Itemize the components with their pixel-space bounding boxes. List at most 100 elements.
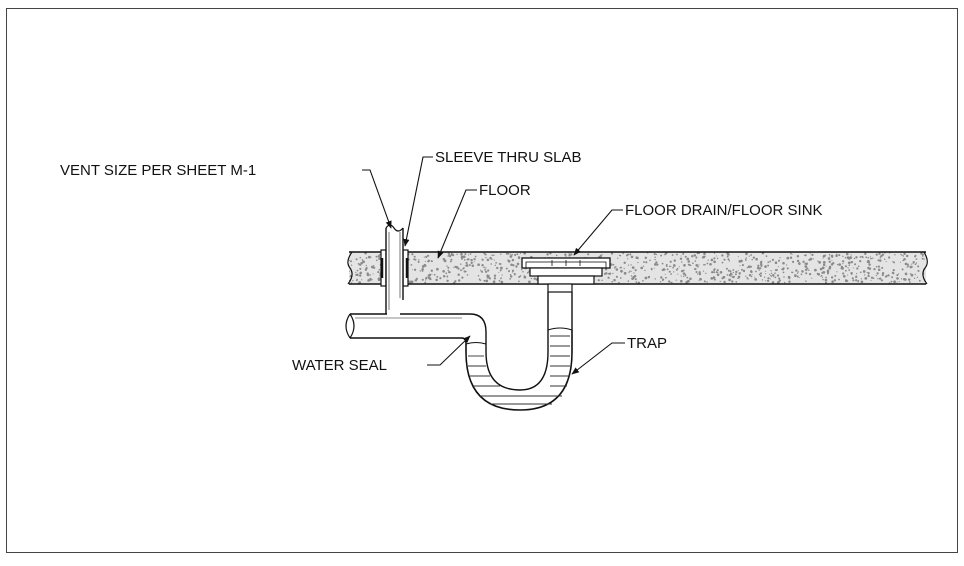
slab-speckle	[470, 261, 473, 265]
slab-texture-left	[349, 252, 383, 284]
slab-speckle	[750, 275, 753, 278]
slab-speckle	[755, 257, 758, 261]
slab-speckle	[710, 277, 714, 280]
slab-speckle	[824, 254, 827, 256]
slab-speckle	[471, 264, 475, 267]
slab-speckle	[881, 273, 884, 277]
slab-speckle	[801, 270, 804, 273]
slab-speckle	[703, 280, 706, 283]
slab-speckle	[831, 255, 834, 258]
slab-speckle	[836, 263, 839, 266]
slab-speckle	[741, 264, 744, 267]
slab-speckle	[364, 268, 368, 271]
slab-speckle	[804, 265, 808, 268]
slab-speckle	[727, 274, 729, 276]
slab-speckle	[767, 264, 770, 267]
slab-speckle	[744, 258, 747, 261]
slab-speckle	[685, 280, 688, 284]
slab-speckle	[715, 255, 717, 257]
slab-speckle	[716, 257, 719, 260]
slab-speckle	[487, 269, 490, 272]
slab-speckle	[893, 280, 896, 284]
slab-speckle	[456, 253, 458, 255]
slab-speckle	[706, 262, 709, 265]
slab-speckle	[907, 278, 911, 281]
slab-speckle	[507, 270, 511, 273]
slab-speckle	[664, 273, 666, 275]
slab-speckle	[597, 279, 600, 282]
slab-speckle	[885, 261, 887, 263]
slab-speckle	[830, 276, 834, 279]
slab-speckle	[825, 276, 827, 279]
slab-speckle	[713, 269, 716, 272]
slab-speckle	[846, 256, 850, 259]
slab-speckle	[682, 272, 686, 275]
slab-speckle	[759, 261, 763, 264]
slab-speckle	[463, 259, 466, 261]
slab-speckle	[359, 274, 362, 277]
slab-speckle	[842, 274, 846, 278]
slab-speckle	[661, 262, 664, 265]
slab-speckle	[377, 255, 381, 258]
slab-speckle	[675, 268, 678, 271]
slab-speckle	[468, 264, 471, 266]
slab-speckle	[794, 274, 797, 278]
slab-speckle	[684, 273, 686, 275]
slab-speckle	[889, 252, 891, 254]
slab-speckle	[427, 254, 430, 257]
slab-speckle	[706, 281, 708, 283]
slab-speckle	[410, 264, 413, 266]
slab-speckle	[619, 266, 622, 269]
slab-speckle	[511, 269, 515, 272]
slab-speckle	[887, 274, 890, 277]
slab-speckle	[695, 256, 698, 259]
slab-speckle	[855, 279, 858, 282]
slab-speckle	[377, 277, 381, 281]
slab-speckle	[493, 254, 495, 257]
slab-speckle	[615, 268, 619, 271]
slab-speckle	[518, 280, 520, 283]
slab-speckle	[677, 273, 679, 275]
slab-speckle	[510, 263, 513, 267]
slab-speckle	[474, 255, 477, 258]
slab-speckle	[819, 267, 823, 271]
slab-speckle	[850, 260, 854, 264]
slab-speckle	[679, 279, 683, 283]
slab-speckle	[423, 256, 425, 258]
slab-speckle	[759, 272, 763, 275]
slab-speckle	[748, 273, 752, 277]
slab-speckle	[670, 265, 672, 268]
slab-speckle	[776, 274, 780, 277]
slab-speckle	[735, 281, 738, 283]
slab-speckle	[804, 268, 808, 272]
slab-speckle	[817, 260, 819, 262]
slab-speckle	[361, 259, 364, 261]
slab-speckle	[864, 252, 867, 255]
slab-speckle	[833, 279, 837, 282]
slab-speckle	[568, 254, 571, 257]
slab-speckle	[713, 278, 716, 281]
slab-speckle	[500, 278, 502, 280]
slab-speckle	[498, 272, 500, 273]
slab-speckle	[892, 261, 894, 263]
slab-speckle	[764, 265, 767, 268]
slab-speckle	[731, 275, 734, 278]
slab-speckle	[786, 256, 790, 260]
slab-speckle	[656, 263, 659, 266]
slab-speckle	[840, 265, 844, 269]
slab-speckle	[446, 275, 449, 278]
slab-speckle	[748, 255, 750, 257]
slab-speckle	[660, 254, 663, 257]
slab-speckle	[447, 269, 450, 272]
slab-speckle	[806, 267, 809, 270]
slab-speckle	[453, 266, 455, 268]
slab-speckle	[783, 276, 785, 278]
slab-speckle	[809, 253, 811, 255]
slab-speckle	[850, 254, 852, 256]
slab-speckle	[352, 279, 354, 282]
slab-speckle	[911, 266, 913, 268]
slab-speckle	[653, 267, 655, 269]
slab-speckle	[511, 253, 513, 256]
slab-speckle	[727, 269, 730, 272]
slab-speckle	[746, 277, 748, 279]
